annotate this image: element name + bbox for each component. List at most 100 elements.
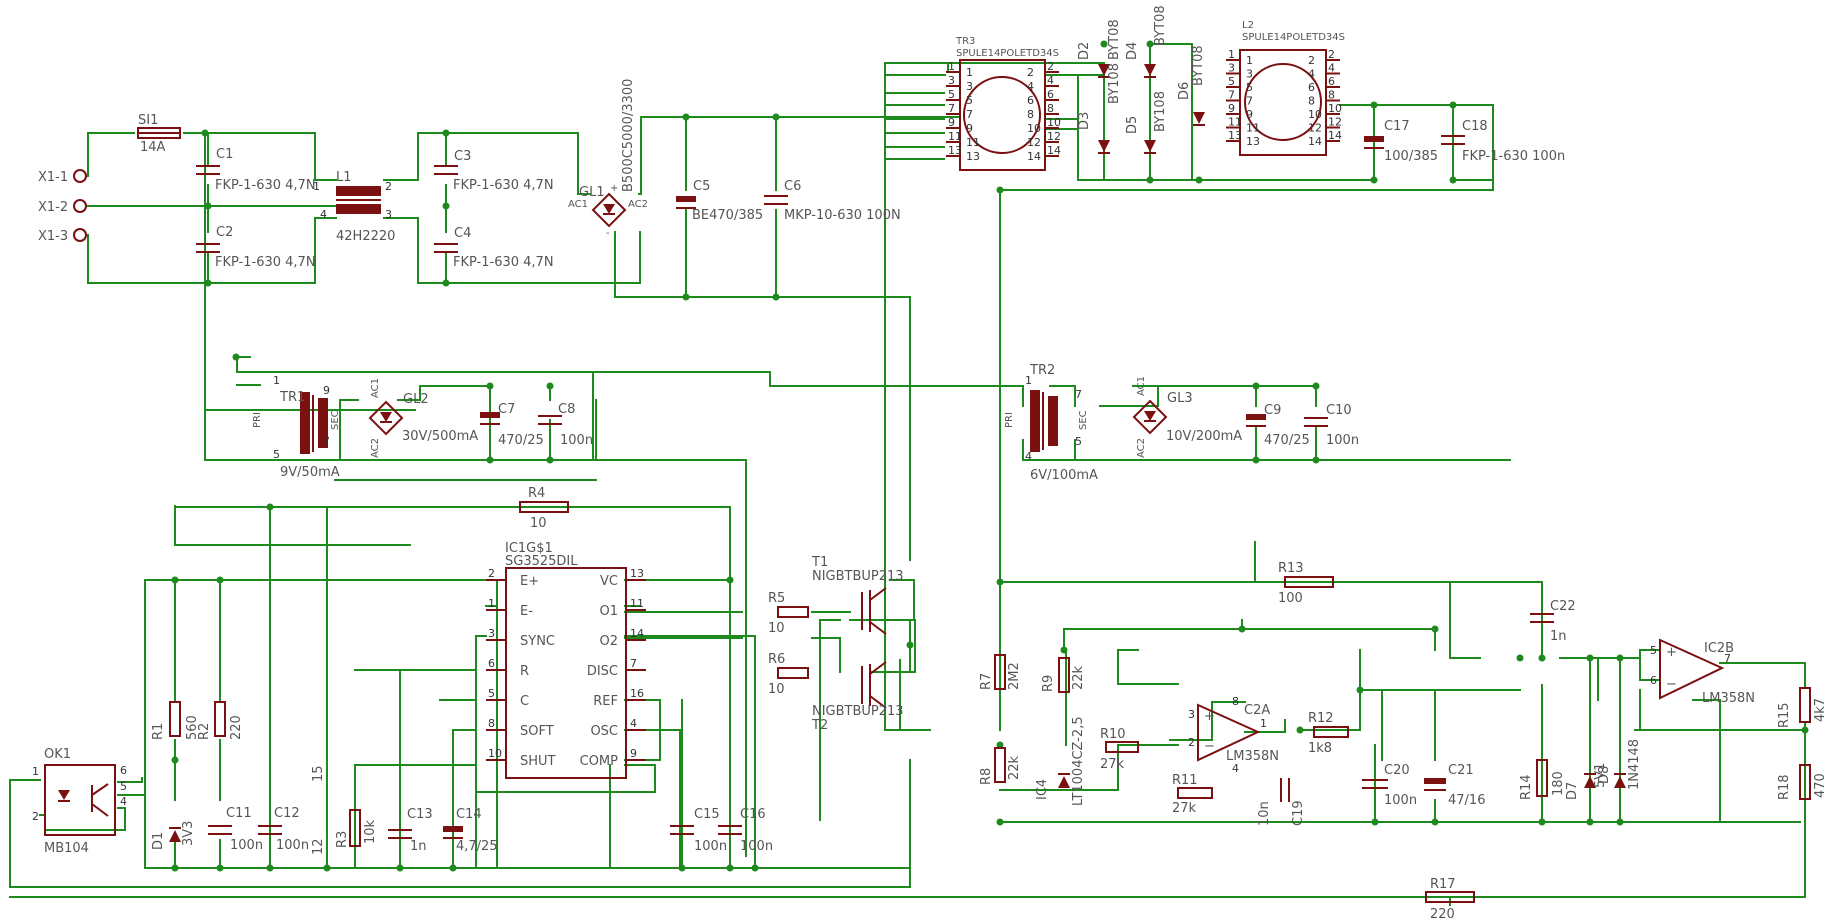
connector-x1: X1-1 X1-2 X1-3 xyxy=(38,169,87,244)
svg-text:OK1: OK1 xyxy=(44,747,71,762)
svg-text:R6: R6 xyxy=(768,652,785,667)
svg-text:−: − xyxy=(1666,677,1677,692)
inductor-l2: L2 SPULE14POLETD34S xyxy=(1239,20,1345,156)
svg-text:C13: C13 xyxy=(407,807,433,822)
l2-pin-inner-12: 12 xyxy=(1308,122,1322,135)
svg-text:10n: 10n xyxy=(1257,801,1272,826)
svg-text:R14: R14 xyxy=(1519,774,1534,800)
svg-text:D4: D4 xyxy=(1125,42,1140,60)
tr3-pin-inner-8: 8 xyxy=(1027,108,1034,121)
diode-d8: D8 1N4148 xyxy=(1597,739,1642,790)
diode-d1: D1 3V3 xyxy=(151,821,196,850)
c6-value: MKP-10-630 100N xyxy=(784,208,901,223)
svg-text:100n: 100n xyxy=(560,433,593,448)
gl1-ac1: AC1 xyxy=(568,199,588,210)
ic1-pin-16: 16 xyxy=(630,687,644,700)
svg-text:MB104: MB104 xyxy=(44,841,89,856)
ic1-pin-13: 13 xyxy=(630,567,644,580)
ic1-name: IC1G$1 xyxy=(505,541,553,556)
svg-text:D8: D8 xyxy=(1597,766,1612,784)
tr3-pin-8: 8 xyxy=(1047,102,1054,115)
svg-text:220: 220 xyxy=(229,715,244,740)
opamp-c2a: + − C2A LM358N 3 2 1 8 4 xyxy=(1188,695,1279,775)
svg-text:1: 1 xyxy=(1025,374,1032,387)
svg-text:8: 8 xyxy=(1232,695,1239,708)
svg-text:+: + xyxy=(1204,709,1215,724)
svg-text:100n: 100n xyxy=(276,838,309,853)
capacitor-c6: C6 MKP-10-630 100N xyxy=(764,179,901,223)
ic1-pin-label-VC: VC xyxy=(600,574,618,589)
ic1-pin-9: 9 xyxy=(630,747,637,760)
svg-text:TR1: TR1 xyxy=(279,390,305,405)
igbt-t2: NIGBTBUP213 T2 xyxy=(811,661,904,733)
ic1-pin-label-E+: E+ xyxy=(520,574,539,589)
svg-text:C8: C8 xyxy=(558,402,575,417)
ic1-pin-11: 11 xyxy=(630,597,644,610)
c5-value: BE470/385 xyxy=(692,208,763,223)
svg-text:C7: C7 xyxy=(498,402,515,417)
svg-text:R4: R4 xyxy=(528,486,545,501)
svg-text:−: − xyxy=(1204,739,1215,754)
svg-text:C11: C11 xyxy=(226,806,252,821)
l2-value: SPULE14POLETD34S xyxy=(1242,32,1345,43)
ic1-pin-2: 2 xyxy=(488,567,495,580)
tr3-pin-inner-3: 3 xyxy=(966,80,973,93)
resistor-r10: R10 27k xyxy=(1100,727,1139,772)
connector-x1-1-label: X1-1 xyxy=(38,170,68,185)
svg-text:470: 470 xyxy=(1813,773,1828,798)
svg-text:R11: R11 xyxy=(1172,773,1198,788)
capacitor-c8: C8 100n xyxy=(538,402,593,448)
svg-text:R9: R9 xyxy=(1041,675,1056,692)
capacitor-c11: C11 100n xyxy=(208,806,263,853)
tr3-pin-inner-10: 10 xyxy=(1027,122,1041,135)
capacitor-c15: C15 100n xyxy=(670,807,727,854)
svg-text:BY108: BY108 xyxy=(1153,91,1168,132)
l2-pin-3: 3 xyxy=(1228,62,1235,75)
tr3-pin-11: 11 xyxy=(948,130,962,143)
resistor-r13: R13 100 xyxy=(1278,561,1334,606)
l2-pin-5: 5 xyxy=(1228,75,1235,88)
svg-text:220: 220 xyxy=(1430,907,1455,921)
svg-text:D6: D6 xyxy=(1177,82,1192,100)
c3-name: C3 xyxy=(454,149,471,164)
gl1-ac2: AC2 xyxy=(628,199,648,210)
svg-text:5V1: 5V1 xyxy=(1593,763,1608,788)
gl1-minus: - xyxy=(606,228,610,239)
tr3-pin-3: 3 xyxy=(948,74,955,87)
resistor-r5: R5 10 xyxy=(768,591,809,636)
resistor-r6: R6 10 xyxy=(768,652,809,697)
capacitor-c2: C2 FKP-1-630 4,7N xyxy=(196,225,316,270)
capacitor-c3: C3 FKP-1-630 4,7N xyxy=(434,149,554,193)
l2-pin-4: 4 xyxy=(1328,62,1335,75)
ic1-pin-label-SHUT: SHUT xyxy=(520,754,556,769)
resistor-r18: R18 470 xyxy=(1777,764,1828,800)
resistor-r4: R4 10 xyxy=(519,486,569,531)
capacitor-c13: C13 1n xyxy=(388,807,433,854)
ic1-pin-label-O1: O1 xyxy=(599,604,618,619)
capacitor-c18: C18 FKP-1-630 100n xyxy=(1441,119,1565,164)
l2-pin-inner-14: 14 xyxy=(1308,135,1322,148)
svg-text:5: 5 xyxy=(1075,435,1082,448)
svg-text:AC2: AC2 xyxy=(370,438,381,458)
capacitor-c10: C10 100n xyxy=(1304,403,1359,448)
inductor-l1: L1 42H2220 1 2 3 4 xyxy=(313,170,395,244)
ic1-value: SG3525DIL xyxy=(505,554,578,569)
svg-text:6V/100mA: 6V/100mA xyxy=(1030,468,1098,483)
svg-text:100n: 100n xyxy=(1326,433,1359,448)
svg-text:LT1004CZ-2,5: LT1004CZ-2,5 xyxy=(1071,716,1086,806)
svg-text:C22: C22 xyxy=(1550,599,1576,614)
svg-text:100/385: 100/385 xyxy=(1384,149,1438,164)
transformer-tr1: PRI SEC TR1 9V/50mA 1 5 9 7 xyxy=(252,374,341,480)
l2-pin-inner-7: 7 xyxy=(1246,95,1253,108)
svg-text:R1: R1 xyxy=(151,723,166,740)
capacitor-c9: C9 470/25 xyxy=(1246,403,1310,448)
svg-text:4k7: 4k7 xyxy=(1813,698,1828,722)
l1-pin3: 3 xyxy=(385,208,392,221)
svg-text:BYT08: BYT08 xyxy=(1153,5,1168,46)
diode-d4: D4 BYT08 xyxy=(1125,5,1168,78)
capacitor-c4: C4 FKP-1-630 4,7N xyxy=(434,226,554,270)
svg-text:PRI: PRI xyxy=(1004,412,1015,428)
resistor-r3: R3 10k xyxy=(335,809,378,848)
svg-text:22k: 22k xyxy=(1071,665,1086,690)
